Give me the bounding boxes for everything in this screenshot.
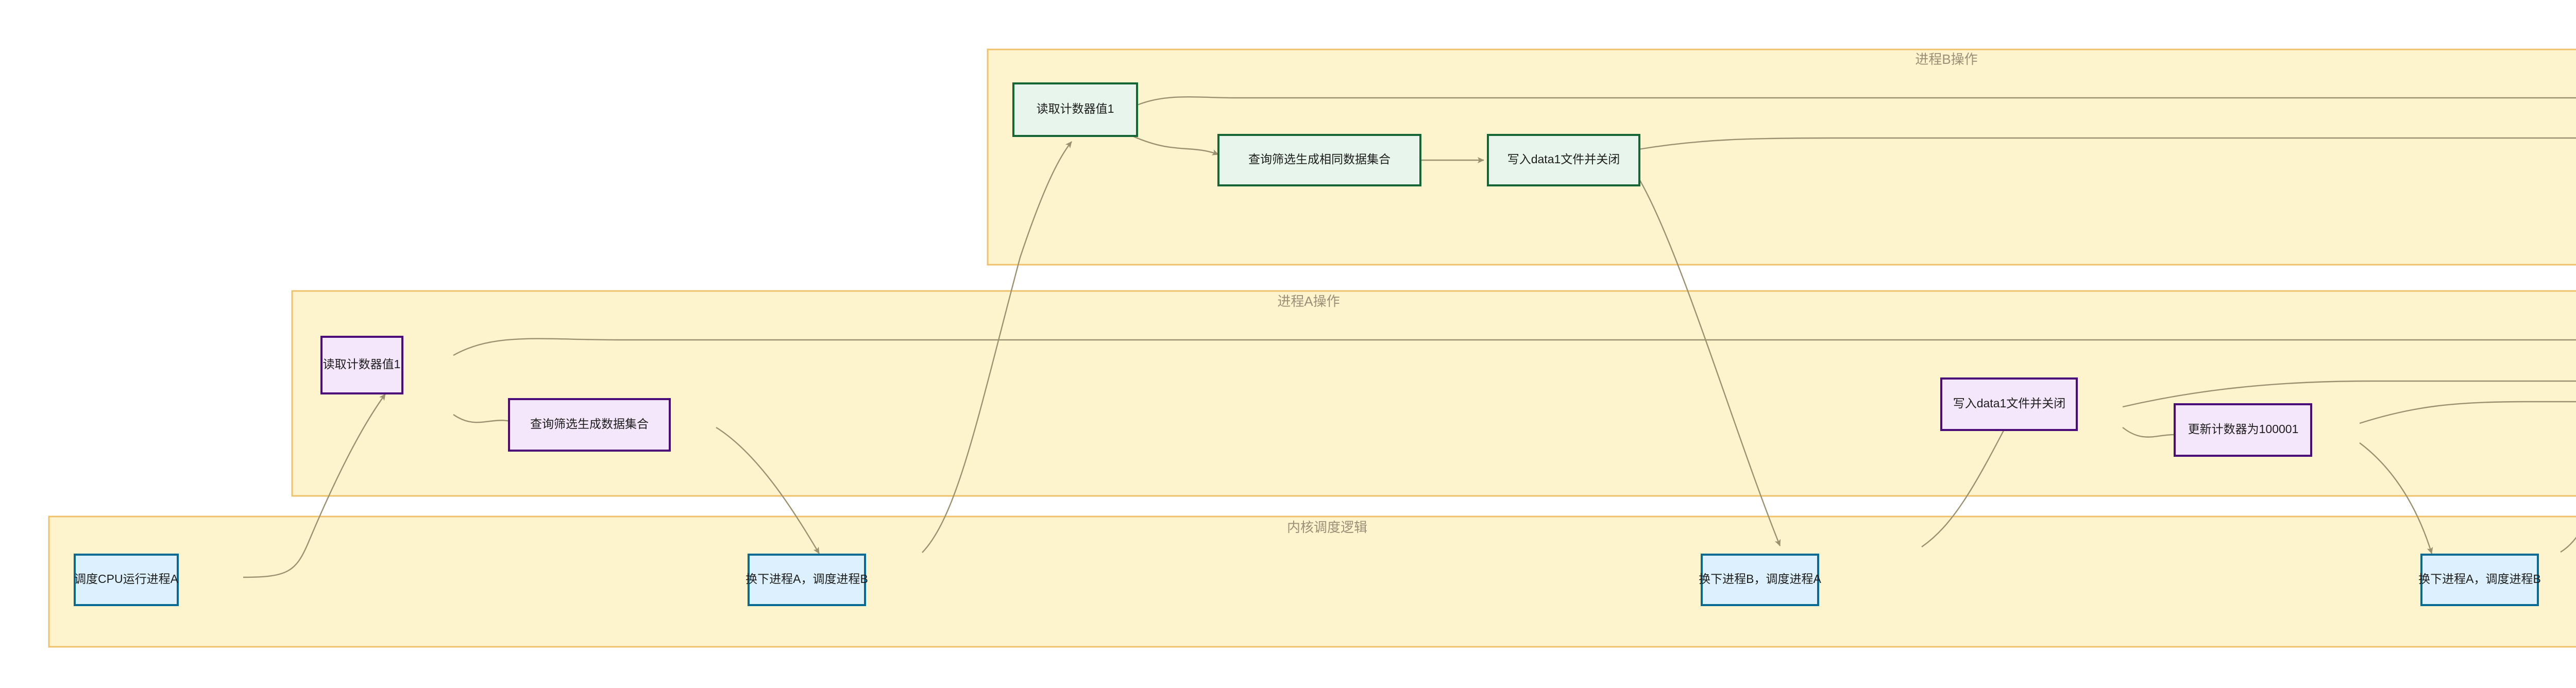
node-b2-rect[interactable] <box>1217 134 1421 186</box>
node-b2[interactable]: 查询筛选生成相同数据集合 <box>1217 134 1421 186</box>
edge-a4-to-counter <box>2359 401 2576 424</box>
node-b3-label: 写入data1文件并关闭 <box>1507 152 1620 166</box>
node-a3[interactable]: 写入data1文件并关闭 <box>1940 377 2078 431</box>
edge-k1-to-a1 <box>243 393 386 578</box>
node-a2-rect[interactable] <box>508 398 671 452</box>
node-k2-rect[interactable] <box>748 554 866 606</box>
node-b2-label: 查询筛选生成相同数据集合 <box>1248 152 1391 166</box>
edge-a1-to-counter <box>453 338 2576 356</box>
edge-b3-to-k3 <box>1637 177 1781 546</box>
node-a4-rect[interactable] <box>2174 403 2312 457</box>
node-b3[interactable]: 写入data1文件并关闭 <box>1487 134 1640 186</box>
edge-b1-to-counter <box>1133 96 2576 108</box>
node-a2[interactable]: 查询筛选生成数据集合 <box>508 398 671 452</box>
node-k4-label: 换下进程A，调度进程B <box>2418 572 2541 586</box>
node-a1-rect[interactable] <box>320 336 403 394</box>
node-k4-rect[interactable] <box>2420 554 2539 606</box>
edge-b1-to-b2 <box>1133 135 1219 156</box>
edge-a3-to-data1 <box>2122 380 2576 408</box>
node-k3-label: 换下进程B，调度进程A <box>1699 572 1821 586</box>
node-a2-label: 查询筛选生成数据集合 <box>530 417 649 431</box>
node-k4[interactable]: 换下进程A，调度进程B <box>2418 554 2541 606</box>
cluster-process-a-rect <box>291 290 2576 497</box>
edge-a4-to-k4 <box>2359 442 2433 554</box>
node-b1-rect[interactable] <box>1012 82 1138 137</box>
node-k1-label: 调度CPU运行进程A <box>74 572 179 586</box>
node-k1[interactable]: 调度CPU运行进程A <box>74 554 179 606</box>
node-b1[interactable]: 读取计数器值1 <box>1012 82 1138 137</box>
cluster-process-a: 进程A操作 <box>291 290 2576 497</box>
node-b3-rect[interactable] <box>1487 134 1640 186</box>
node-a1-label: 读取计数器值1 <box>323 357 401 371</box>
node-k2-label: 换下进程A，调度进程B <box>745 572 868 586</box>
edge-a2-to-k2 <box>716 426 820 554</box>
cluster-kernel-rect <box>48 515 2576 648</box>
edge-k2-to-b1 <box>922 141 1072 553</box>
node-k3[interactable]: 换下进程B，调度进程A <box>1699 554 1821 606</box>
node-k1-rect[interactable] <box>74 554 179 606</box>
node-k3-rect[interactable] <box>1701 554 1819 606</box>
cluster-process-a-label: 进程A操作 <box>1277 294 1340 309</box>
edge-b3-to-data1 <box>1638 137 2576 150</box>
cluster-kernel: 内核调度逻辑 <box>48 515 2576 648</box>
node-a3-rect[interactable] <box>1940 377 2078 431</box>
node-a4[interactable]: 更新计数器为100001 <box>2174 403 2312 457</box>
edge-k3-to-a3 <box>1921 419 2010 547</box>
cluster-process-b-label: 进程B操作 <box>1915 51 1977 67</box>
node-a4-label: 更新计数器为100001 <box>2188 422 2299 436</box>
node-a3-label: 写入data1文件并关闭 <box>1953 397 2066 410</box>
node-a1[interactable]: 读取计数器值1 <box>320 336 403 394</box>
node-k2[interactable]: 换下进程A，调度进程B <box>745 554 868 606</box>
cluster-kernel-label: 内核调度逻辑 <box>1287 520 1367 535</box>
edge-layer <box>243 96 2576 578</box>
node-b1-label: 读取计数器值1 <box>1037 102 1114 115</box>
